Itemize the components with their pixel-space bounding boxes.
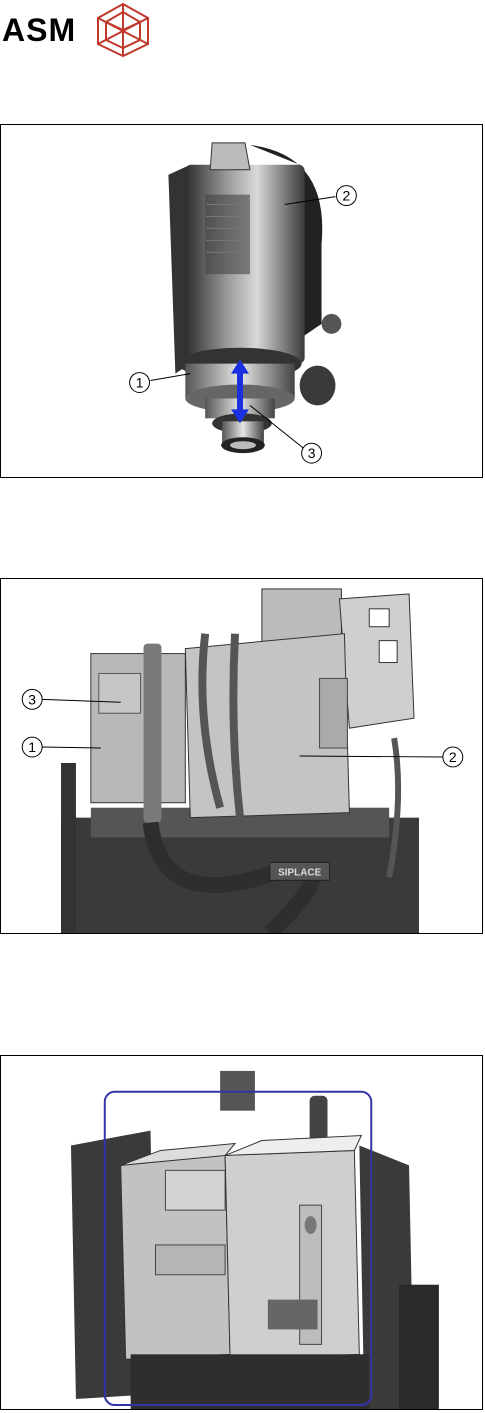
figure-nozzle-head: 1 2 3 (0, 124, 483, 478)
callout-1: 1 (136, 375, 144, 391)
siplace-plate-label: SIPLACE (278, 867, 321, 878)
head-assembly-illustration (1, 1056, 482, 1409)
head-side-plates-illustration: SIPLACE 3 1 2 (1, 579, 482, 933)
logo-text: ASM (2, 12, 76, 49)
callout-3: 3 (28, 691, 36, 707)
callout-2: 2 (343, 188, 351, 204)
callout-2: 2 (449, 749, 457, 765)
figure-head-assembly-highlight (0, 1055, 483, 1410)
figure-head-side-plates: SIPLACE 3 1 2 (0, 578, 483, 934)
callout-3: 3 (308, 445, 316, 461)
callout-1: 1 (28, 739, 36, 755)
asm-logo: ASM (0, 0, 160, 60)
nozzle-head-illustration: 1 2 3 (1, 125, 482, 477)
asm-cube-logo-icon (92, 2, 154, 58)
